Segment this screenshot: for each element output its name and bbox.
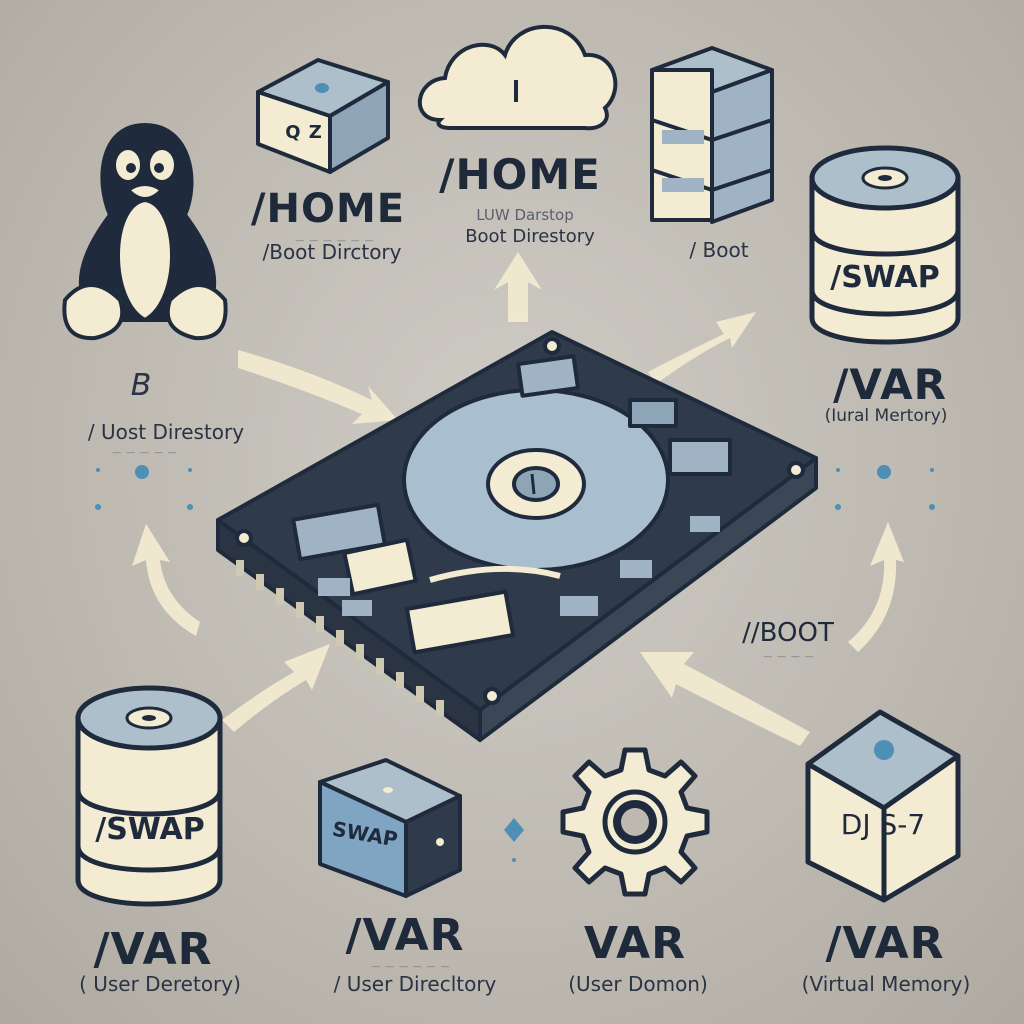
- var-bottom-1-subtitle: ( User Deretory): [79, 972, 241, 996]
- arrow-icon: [132, 252, 904, 746]
- connector-dots: [95, 465, 935, 862]
- gear-icon: [560, 747, 710, 897]
- cube-bottom-right-text: DJ S-7: [840, 808, 926, 841]
- hard-drive-icon: [216, 330, 818, 742]
- home-left-caption-line: — — — — — —: [295, 236, 375, 246]
- left-caption-line: — — — — —: [112, 448, 178, 458]
- var-bottom-3-subtitle: (User Domon): [568, 972, 708, 996]
- cube-icon: [256, 58, 390, 174]
- left-mark: B: [130, 368, 152, 403]
- boot-right-label: //BOOT: [742, 618, 834, 648]
- penguin-icon: [62, 122, 228, 341]
- home-center-title: /HOME: [439, 150, 601, 199]
- swap-right-label: /SWAP: [830, 260, 940, 295]
- var-bottom-2-subtitle: / User Direcltory: [333, 972, 497, 996]
- var-bottom-4-title: /VAR: [825, 918, 945, 969]
- home-center-subtitle: Boot Direstory: [465, 226, 595, 247]
- left-subtitle: / Uost Direstory: [87, 420, 245, 444]
- boot-right-caption-line: — — — —: [763, 652, 815, 662]
- home-left-subtitle: /Boot Dirctory: [262, 240, 402, 264]
- var-right-subtitle: (Iural Mertory): [824, 406, 948, 426]
- server-stack-icon: [650, 46, 774, 224]
- cloud-icon: [417, 24, 618, 131]
- var-bottom-2-caption-line: — — — — — —: [371, 962, 451, 972]
- database-cylinder-icon: [809, 145, 961, 345]
- var-bottom-3-title: VAR: [584, 918, 686, 969]
- var-bottom-4-subtitle: (Virtual Memory): [801, 972, 971, 996]
- cube-top-left-text: Q Z: [285, 122, 323, 143]
- cube-icon: [318, 758, 462, 898]
- boot-top-right-label: / Boot: [689, 238, 749, 262]
- database-cylinder-icon: [75, 685, 223, 907]
- cube-icon: [805, 709, 961, 903]
- swap-left-label: /SWAP: [95, 812, 205, 847]
- home-center-subtitle-top: LUW Darstop: [476, 206, 574, 224]
- home-left-title: /HOME: [250, 186, 406, 232]
- var-right-title: /VAR: [833, 360, 947, 409]
- var-bottom-2-title: /VAR: [345, 910, 465, 961]
- var-bottom-1-title: /VAR: [93, 924, 213, 975]
